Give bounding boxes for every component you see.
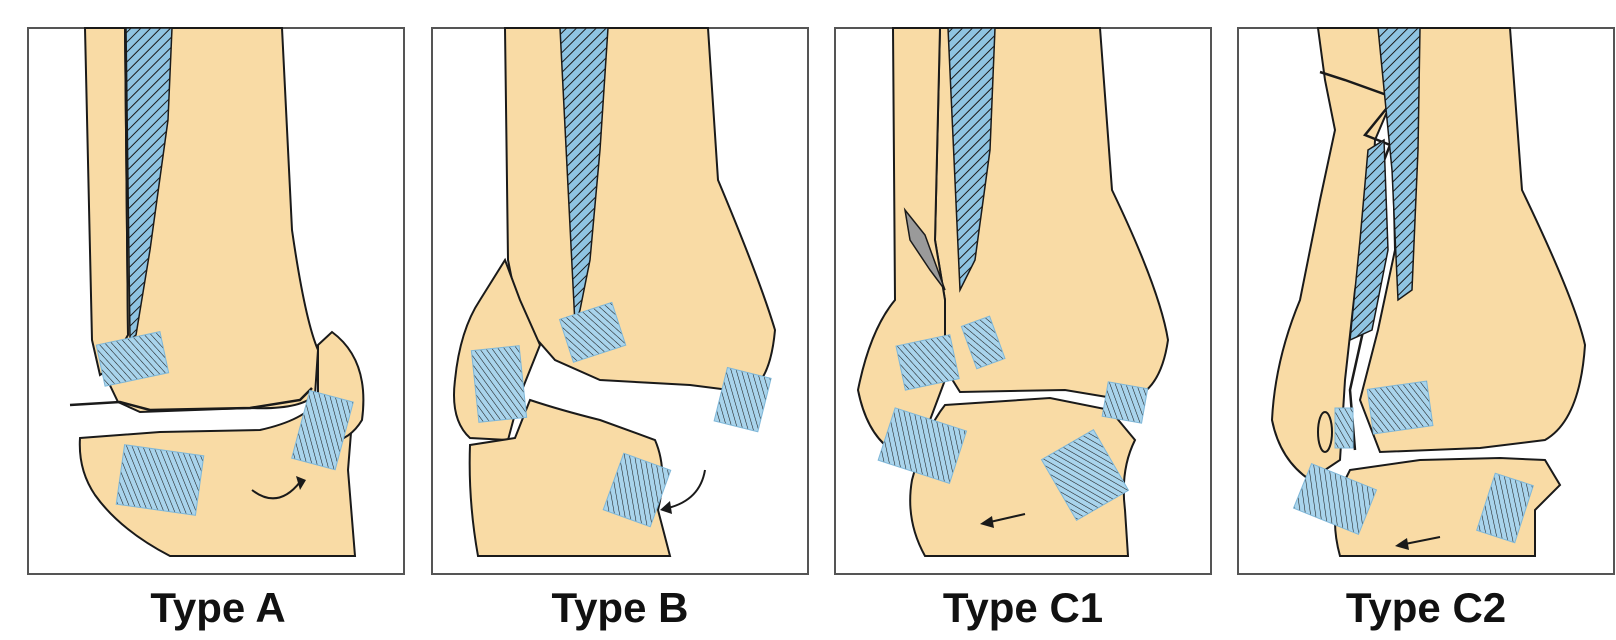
ligament xyxy=(602,452,672,528)
fracture-line xyxy=(69,387,313,412)
fibula-bone xyxy=(1270,27,1394,482)
ligament xyxy=(95,331,170,387)
ligament xyxy=(558,301,627,363)
ligament xyxy=(1101,381,1149,424)
ligament xyxy=(1366,380,1434,435)
panel-type-c1 xyxy=(834,27,1212,575)
ligament xyxy=(1476,472,1534,544)
ligament xyxy=(470,345,528,423)
ligament xyxy=(713,366,772,433)
fracture-wedge xyxy=(903,207,946,291)
arrow-head xyxy=(980,516,994,528)
arrow-icon xyxy=(667,469,706,509)
arrow-icon xyxy=(251,481,301,500)
interosseous-ligament xyxy=(1377,27,1421,302)
ligament xyxy=(115,444,205,516)
arrow-head xyxy=(1395,538,1409,550)
ligament xyxy=(1040,429,1130,521)
panel-label-type-c2: Type C2 xyxy=(1345,584,1507,631)
arrow-icon xyxy=(1404,536,1441,545)
ligament xyxy=(291,389,354,471)
panel-label-type-c1: Type C1 xyxy=(942,584,1104,631)
ligament xyxy=(1292,462,1378,536)
arrow-icon xyxy=(989,513,1026,523)
bone-fragment xyxy=(1317,411,1333,453)
ligament xyxy=(960,315,1006,370)
panel-label-type-b: Type B xyxy=(551,584,689,631)
panel-type-b xyxy=(431,27,809,575)
ligament xyxy=(1334,407,1354,449)
ligament xyxy=(895,334,960,391)
fibula-bone xyxy=(83,27,130,377)
arrow-head xyxy=(660,501,672,514)
arrow-head xyxy=(296,476,306,490)
ligament xyxy=(877,407,968,485)
panel-label-type-a: Type A xyxy=(150,584,286,631)
interosseous-ligament xyxy=(1349,138,1389,342)
panel-type-c2 xyxy=(1237,27,1615,575)
panel-type-a xyxy=(27,27,405,575)
interosseous-ligament xyxy=(947,27,996,293)
